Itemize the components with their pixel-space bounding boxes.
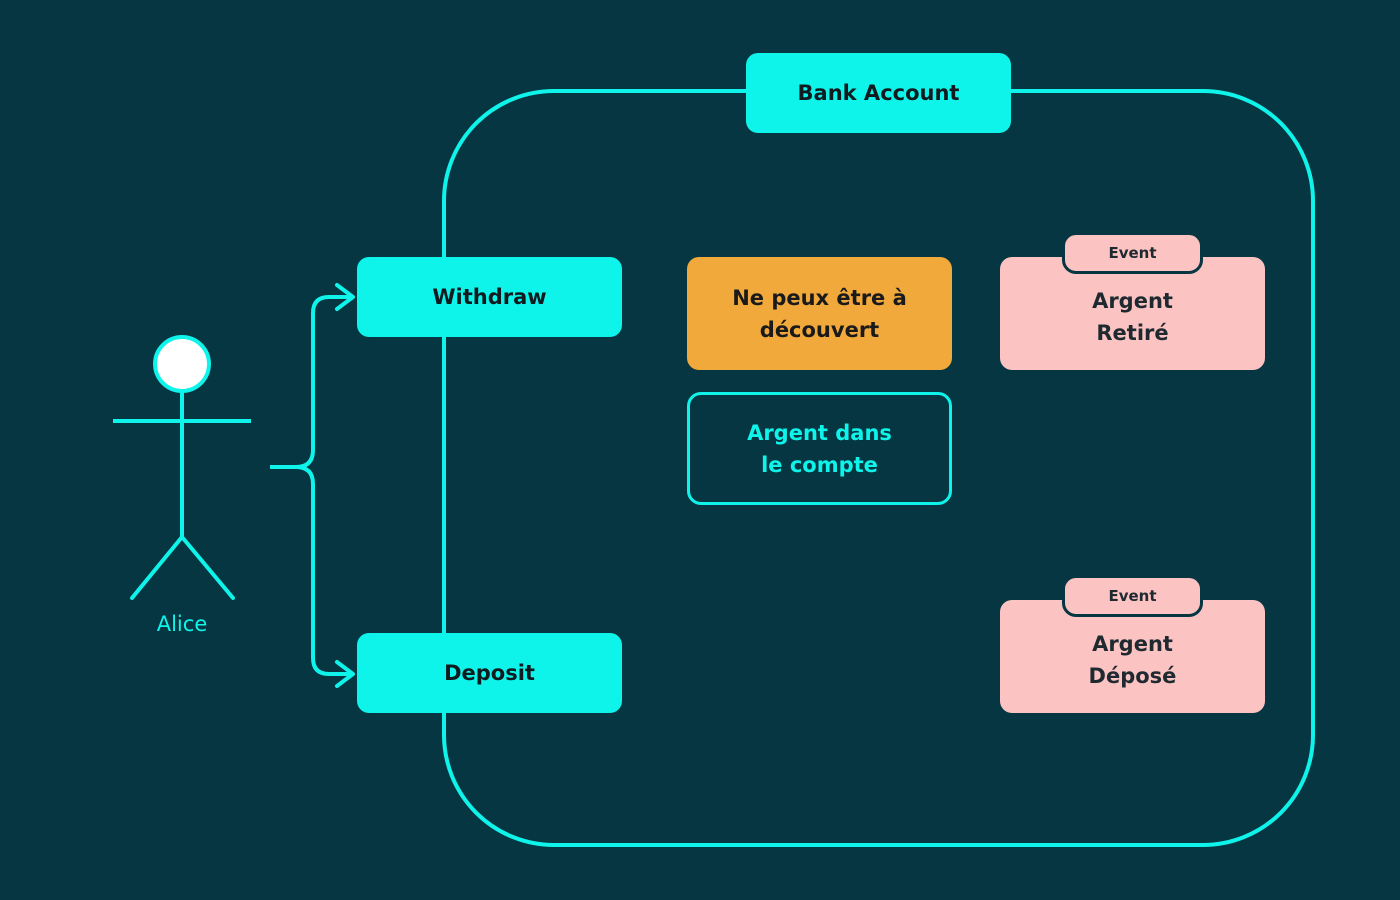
rule-line-2: découvert [759,317,880,342]
event-retire-line-1: Argent [1092,288,1173,313]
arrowhead-icon [335,660,355,688]
deposit-command: Deposit [357,633,622,713]
connector-to-withdraw [270,295,352,469]
rule-line-1: Ne peux être à [732,285,907,310]
event-tag: Event [1062,232,1203,274]
actor-label: Alice [156,612,208,636]
event-tag: Event [1062,575,1203,617]
arrowhead-icon [335,283,355,311]
state-line-2: le compte [761,452,878,477]
event-argent-depose: Argent Déposé [1000,600,1265,713]
business-rule-box: Ne peux être à découvert [687,257,952,370]
withdraw-command: Withdraw [357,257,622,337]
event-depose-line-2: Déposé [1088,663,1177,688]
event-retire-line-2: Retiré [1096,320,1169,345]
event-argent-retire: Argent Retiré [1000,257,1265,370]
connector-to-deposit [295,465,352,676]
aggregate-title: Bank Account [746,53,1011,133]
stick-figure-icon [113,335,251,600]
state-line-1: Argent dans [747,420,892,445]
event-depose-line-1: Argent [1092,631,1173,656]
state-box: Argent dans le compte [687,392,952,505]
